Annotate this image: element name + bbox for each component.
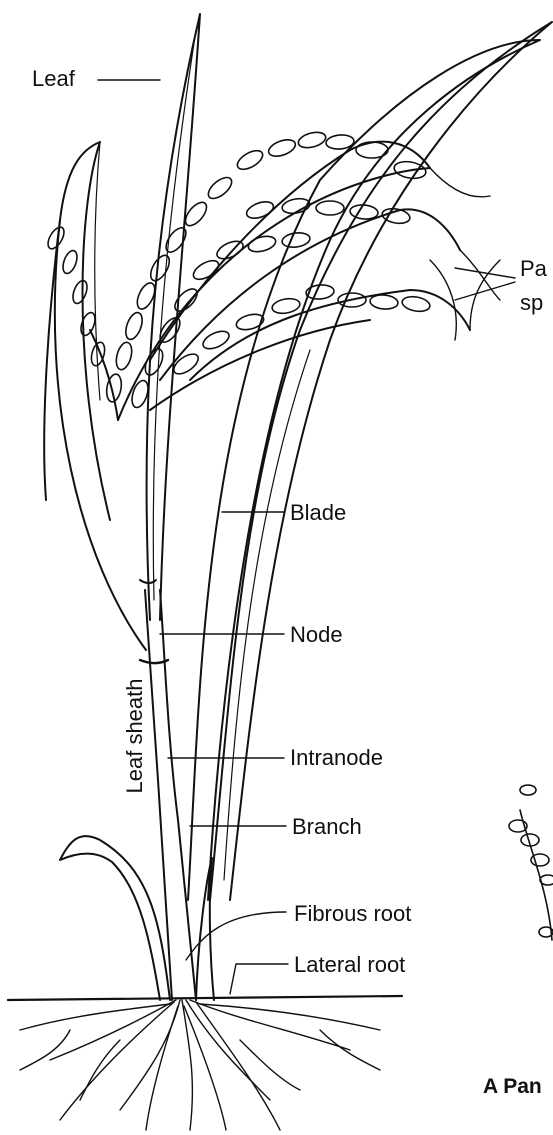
leaf-left-droop-b: [44, 220, 60, 500]
caption-panicle: A Pan: [483, 1074, 542, 1100]
culm-left: [145, 590, 172, 1000]
tiller-left: [60, 836, 170, 1000]
leader-panicle-a: [455, 268, 515, 278]
leaf-left-tall-inner: [153, 30, 196, 600]
label-branch: Branch: [292, 814, 362, 840]
label-leaf-sheath: Leaf sheath: [122, 679, 148, 794]
panicle-tip-1: [430, 168, 490, 197]
spikelets: [45, 130, 431, 410]
label-fibrous-root: Fibrous root: [294, 901, 411, 927]
label-leaf-sheath-text: Leaf sheath: [122, 679, 148, 794]
label-panicle-spikelets-line2: sp: [520, 290, 543, 316]
label-blade: Blade: [290, 500, 346, 526]
panicle-branch-2: [160, 209, 460, 380]
label-lateral-root: Lateral root: [294, 952, 405, 978]
leader-panicle-b: [455, 282, 515, 300]
root-system: [20, 1000, 380, 1130]
leaf-left-tall: [147, 14, 200, 620]
label-node: Node: [290, 622, 343, 648]
panicle-branch-3: [190, 290, 470, 380]
leaf-right-2-inner: [224, 350, 310, 880]
leader-lateral: [230, 964, 288, 994]
leaf-left-droop-c: [95, 142, 100, 400]
culm-right: [160, 590, 196, 1000]
ground-line: [8, 996, 402, 1000]
label-intranode: Intranode: [290, 745, 383, 771]
label-leaf: Leaf: [32, 66, 75, 92]
label-panicle-spikelets-line1: Pa: [520, 256, 547, 282]
tiller-right: [196, 858, 214, 1000]
partial-panicle-fragment: [509, 785, 553, 940]
panicle-branch-4: [150, 320, 370, 410]
